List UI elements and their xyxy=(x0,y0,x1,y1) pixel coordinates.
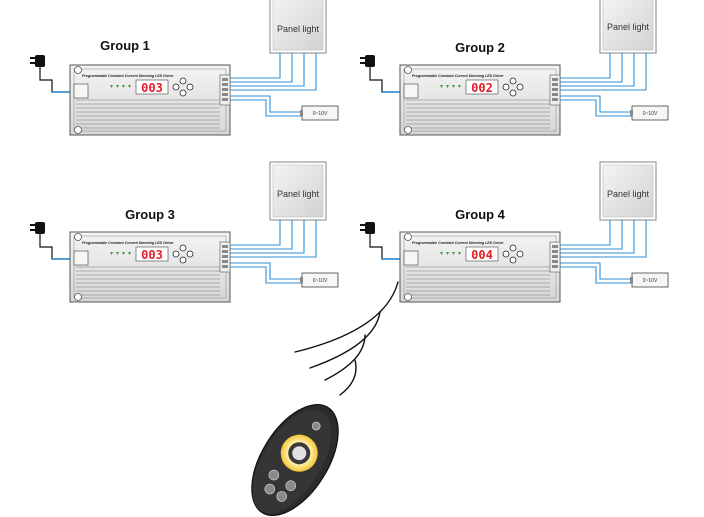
driver-label: Programmable Constant Current Dimming LE… xyxy=(412,241,504,245)
driver-display: 003 xyxy=(141,81,163,95)
group-title: Group 3 xyxy=(125,207,175,222)
group-3: Group 3 Panel light Programmable Constan… xyxy=(29,161,339,303)
controller-label: 0~10V xyxy=(313,278,328,284)
group-title: Group 2 xyxy=(455,40,505,55)
group-title: Group 1 xyxy=(100,38,150,53)
panel-light-label: Panel light xyxy=(607,189,650,199)
driver-display: 002 xyxy=(471,81,493,95)
driver-display: 003 xyxy=(141,248,163,262)
controller-label: 0~10V xyxy=(643,278,658,284)
panel-light-label: Panel light xyxy=(277,189,320,199)
controller-label: 0~10V xyxy=(313,111,328,117)
driver-label: Programmable Constant Current Dimming LE… xyxy=(82,241,174,245)
group-1: Group 1 Panel light Programmable Constan… xyxy=(29,0,339,136)
controller-label: 0~10V xyxy=(643,111,658,117)
panel-light-label: Panel light xyxy=(277,24,320,34)
driver-label: Programmable Constant Current Dimming LE… xyxy=(412,74,504,78)
group-2: Group 2 Panel light Programmable Constan… xyxy=(359,0,669,136)
group-4: Group 4 Panel light Programmable Constan… xyxy=(359,161,669,303)
group-title: Group 4 xyxy=(455,207,506,222)
driver-display: 004 xyxy=(471,248,493,262)
driver-label: Programmable Constant Current Dimming LE… xyxy=(82,74,174,78)
remote-control-icon xyxy=(251,403,339,517)
signal-waves-icon xyxy=(294,281,399,396)
panel-light-label: Panel light xyxy=(607,22,650,32)
